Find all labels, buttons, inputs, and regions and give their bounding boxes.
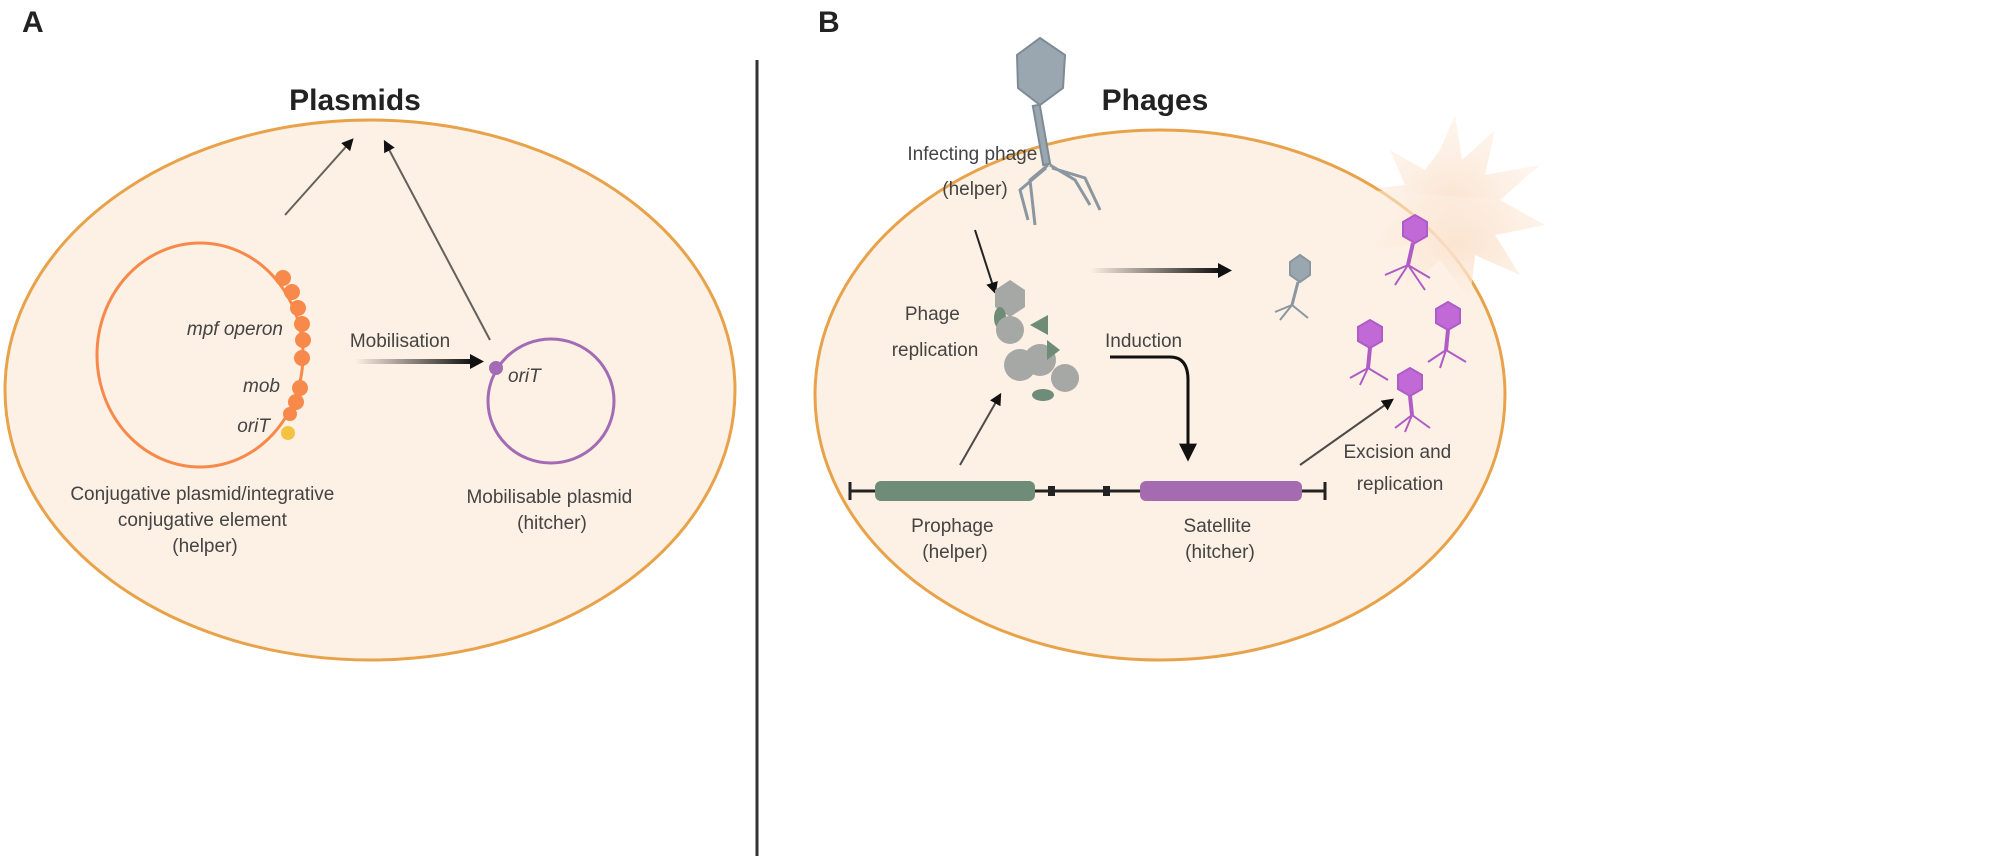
satellite-phage-icon (1394, 366, 1431, 433)
phage-replication-label: Phage replication (892, 304, 979, 361)
orit-site-helper (281, 426, 295, 440)
panel-a-letter: A (22, 6, 44, 39)
panel-b-letter: B (818, 6, 840, 39)
satellite-label: Satellite (hitcher) (1184, 516, 1257, 563)
mobilisable-plasmid (486, 337, 616, 465)
mobilisation-arrowhead (470, 354, 484, 369)
release-arrowhead (1218, 263, 1232, 278)
satellite-phage-icon (1427, 300, 1467, 369)
prophage-element (875, 481, 1035, 501)
release-arrow (1090, 268, 1220, 273)
orit-label-hitcher: oriT (508, 366, 542, 387)
excision-arrow (1299, 398, 1394, 466)
infecting-phage-icon (1015, 36, 1102, 226)
chromosome (848, 481, 1327, 501)
excision-label: Excision and replication (1343, 442, 1456, 495)
transfer-arrow-hitcher (383, 139, 491, 341)
mpf-label: mpf operon (187, 319, 283, 340)
mob-label: mob (243, 376, 280, 397)
induction-arrow (1110, 355, 1197, 462)
phage-replication-cluster (994, 280, 1079, 401)
mobilisation-arrow (355, 359, 473, 364)
infecting-phage-label: Infecting phage (helper) (907, 144, 1042, 200)
satellite-element (1140, 481, 1302, 501)
orit-site-hitcher (489, 361, 503, 375)
cell-b (813, 128, 1507, 662)
released-helper-phage-icon (1274, 253, 1311, 321)
phages-title: Phages (1102, 84, 1209, 117)
prophage-label: Prophage (helper) (911, 516, 999, 563)
conjugative-label: Conjugative plasmid/integrative conjugat… (70, 484, 339, 557)
infection-arrow (974, 229, 998, 295)
satellite-phage-icon (1384, 213, 1431, 291)
plasmids-title: Plasmids (289, 84, 421, 117)
mobilisable-label: Mobilisable plasmid (hitcher) (466, 487, 637, 534)
prophage-replication-arrow (959, 392, 1002, 466)
transfer-arrow-helper (284, 138, 354, 216)
mpf-genes (275, 270, 311, 421)
satellite-phages (1349, 213, 1467, 433)
mobilisation-label: Mobilisation (350, 331, 450, 352)
cell-a (3, 118, 737, 662)
orit-label-helper: oriT (237, 416, 271, 437)
induction-label: Induction (1105, 331, 1182, 352)
satellite-phage-icon (1349, 318, 1389, 386)
